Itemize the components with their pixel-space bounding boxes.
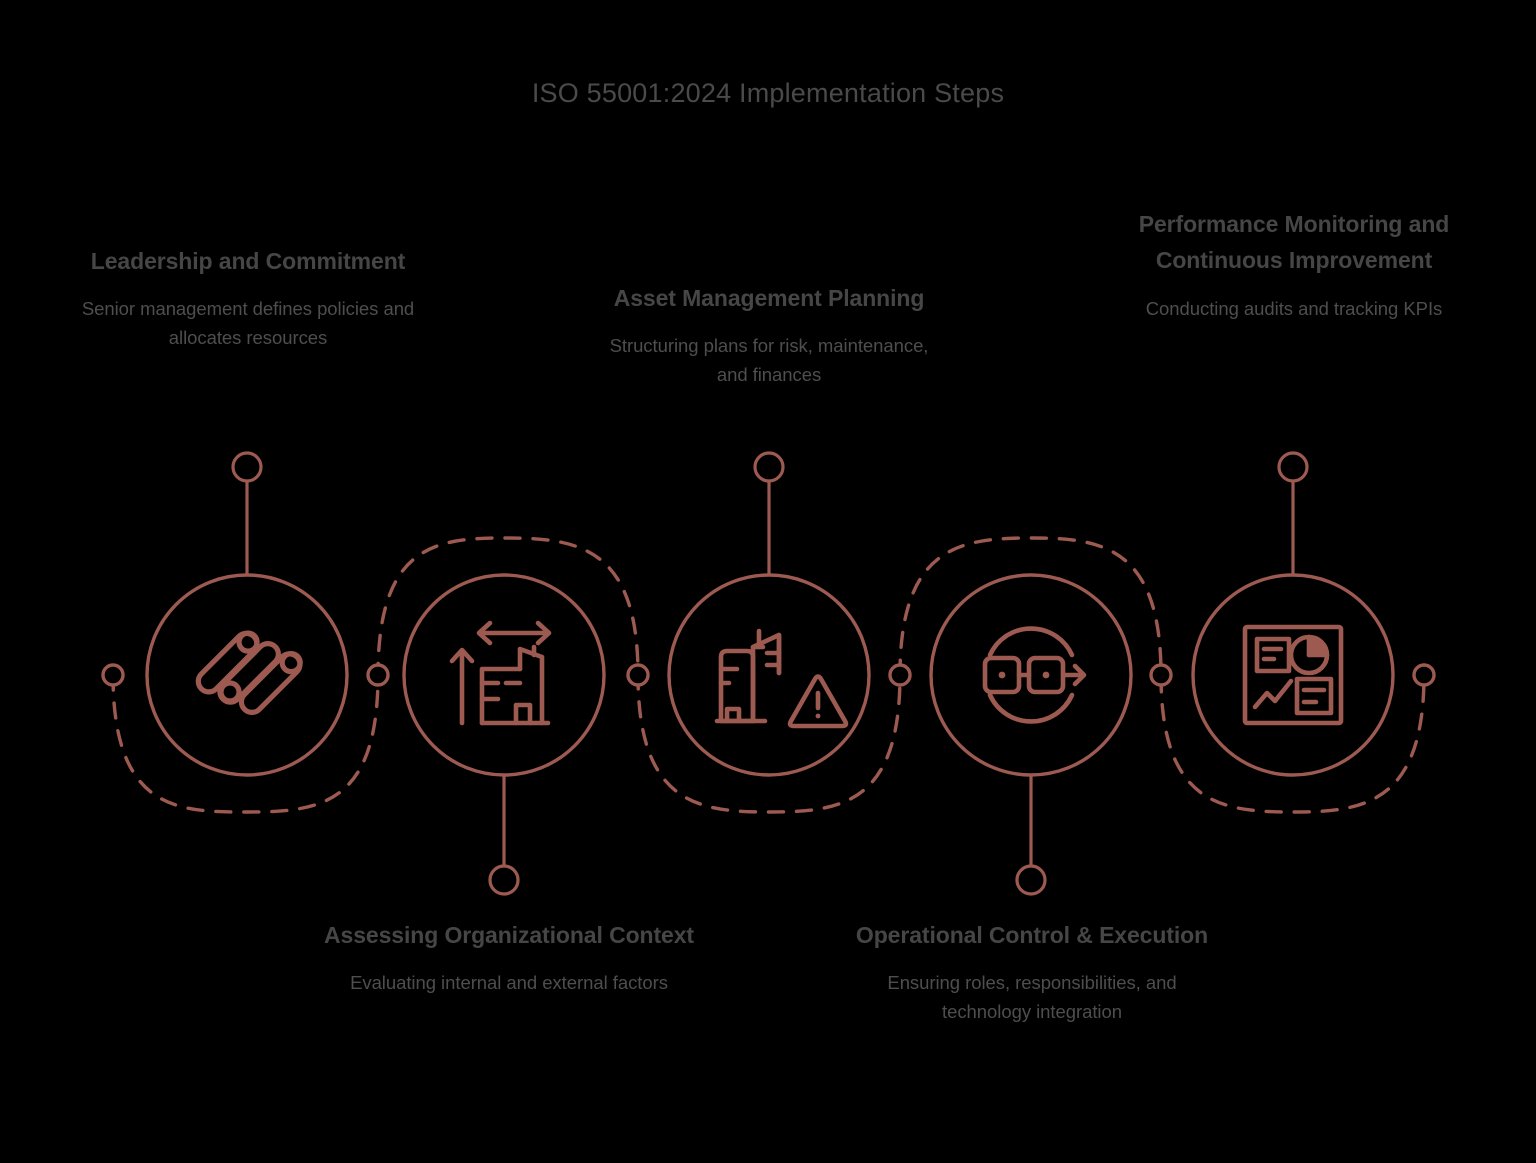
connector-dots [101,663,1436,687]
leader-pin-1 [231,451,263,483]
page-title: ISO 55001:2024 Implementation Steps [531,78,1005,108]
step-heading-1: Leadership and Commitment [90,248,406,274]
connector-dot [366,663,390,687]
step-description-4: Ensuring roles, responsibilities, and te… [887,972,1177,1022]
step-label-4: Operational Control & Execution Ensuring… [845,917,1219,1027]
leader-pin-2 [488,864,520,896]
step-label-5: Performance Monitoring and Continuous Im… [1110,206,1478,323]
connector-dot [1412,663,1436,687]
analytics-dashboard-icon [1242,624,1344,726]
step-description-2: Evaluating internal and external factors [350,972,668,994]
leader-pin-4 [1015,864,1047,896]
buildings-warning-icon [714,628,849,729]
connector-dot [888,663,912,687]
step-description-5: Conducting audits and tracking KPIs [1145,297,1443,319]
connector-dot [626,663,650,687]
node-circle-5[interactable] [1191,573,1395,777]
building-measure-icon [449,620,552,726]
leader-stems [231,451,1309,896]
step-description-1: Senior management defines policies and a… [81,298,415,348]
step-heading-2: Assessing Organizational Context [324,922,694,948]
leader-pin-5 [1277,451,1309,483]
step-heading-5: Performance Monitoring and Continuous Im… [1138,211,1450,274]
step-heading-3: Asset Management Planning [613,285,925,311]
connector-dot [101,663,125,687]
step-label-3: Asset Management Planning Structuring pl… [598,280,940,390]
node-circles [145,573,1395,777]
node-circle-3[interactable] [667,573,871,777]
dashed-wave-connector [111,536,1426,814]
leader-pin-3 [753,451,785,483]
node-circle-1[interactable] [145,573,349,777]
process-flow-arrow-icon [982,626,1087,724]
step-label-2: Assessing Organizational Context Evaluat… [322,917,696,998]
step-label-1: Leadership and Commitment Senior managem… [62,243,434,353]
step-description-3: Structuring plans for risk, maintenance,… [609,335,929,385]
sliders-diagonal-icon [195,630,303,715]
node-circle-2[interactable] [402,573,606,777]
step-heading-4: Operational Control & Execution [855,922,1209,948]
connector-dot [1149,663,1173,687]
